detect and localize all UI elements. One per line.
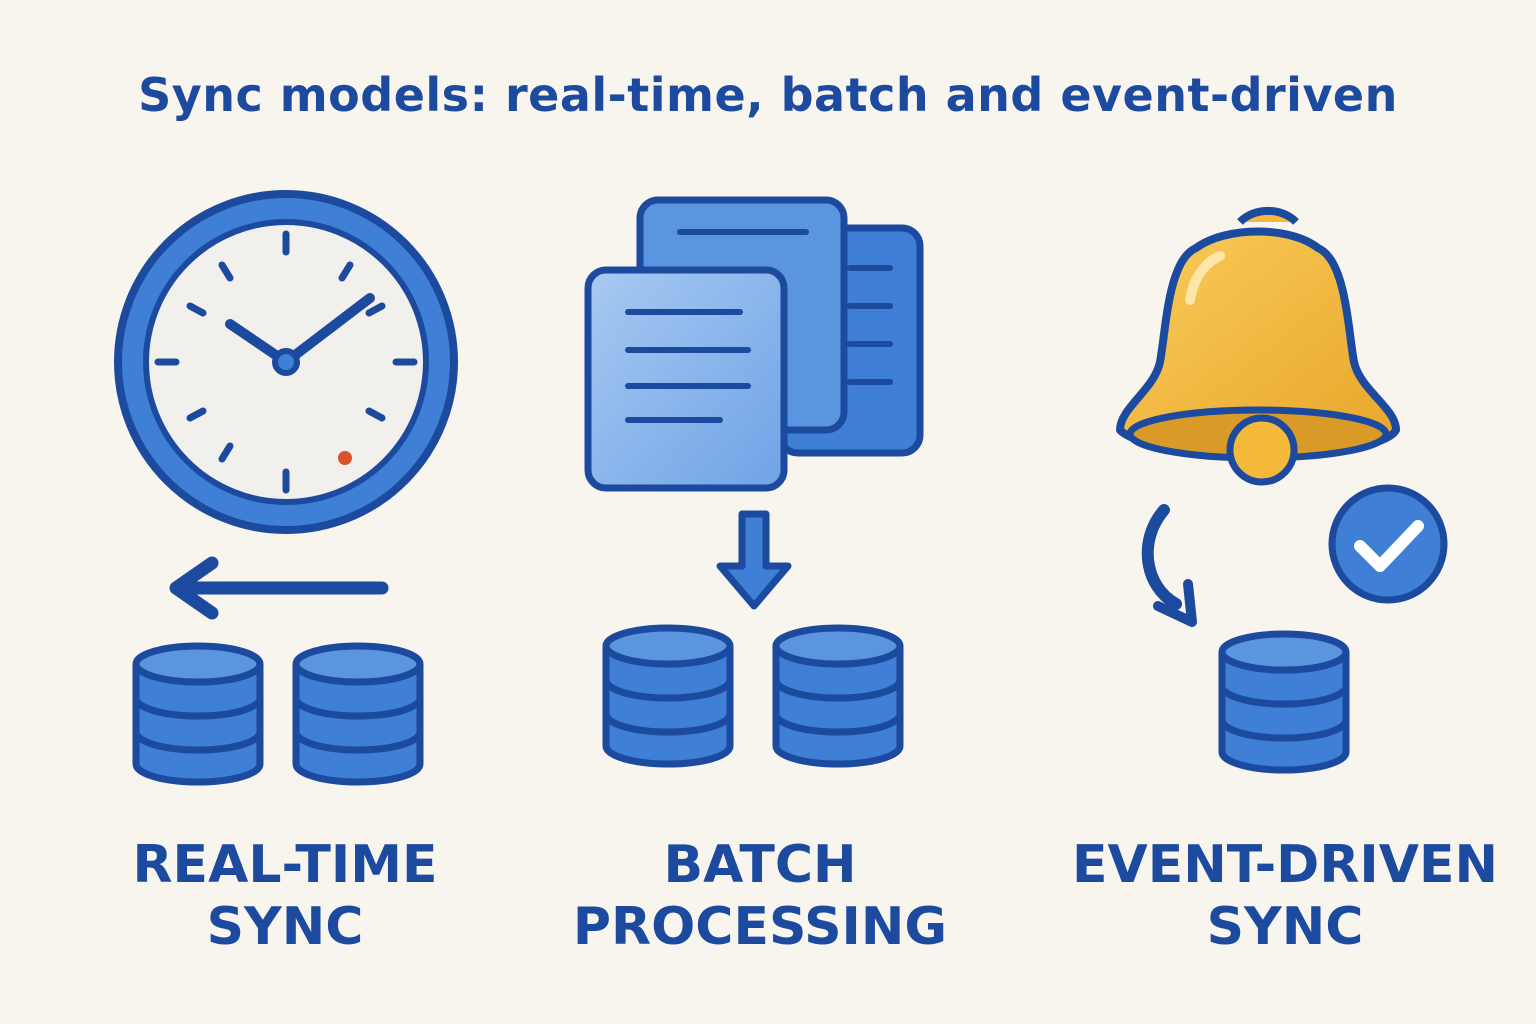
label-event-driven-sync: EVENT-DRIVEN SYNC bbox=[1060, 834, 1510, 958]
bell-icon bbox=[1116, 206, 1400, 486]
clock-icon bbox=[114, 190, 458, 534]
database-icon-batch-2 bbox=[776, 628, 900, 764]
label-line-2: SYNC bbox=[1206, 897, 1364, 957]
label-batch-processing: BATCH PROCESSING bbox=[560, 834, 960, 958]
documents-icon bbox=[584, 196, 924, 492]
label-line-1: EVENT-DRIVEN bbox=[1071, 835, 1499, 895]
curved-arrow-icon bbox=[1141, 504, 1197, 627]
database-icon-realtime-2 bbox=[296, 646, 420, 782]
arrow-down-icon bbox=[716, 510, 792, 610]
checkmark-badge-icon bbox=[1328, 484, 1448, 604]
label-line-2: SYNC bbox=[206, 897, 364, 957]
label-line-1: BATCH bbox=[663, 835, 857, 895]
database-icon-realtime-1 bbox=[136, 646, 260, 782]
label-line-2: PROCESSING bbox=[572, 897, 948, 957]
database-icon-batch-1 bbox=[606, 628, 730, 764]
label-line-1: REAL-TIME bbox=[132, 835, 438, 895]
label-real-time-sync: REAL-TIME SYNC bbox=[90, 834, 480, 958]
diagram-title: Sync models: real-time, batch and event-… bbox=[138, 68, 1398, 122]
database-icon-event bbox=[1222, 634, 1346, 770]
arrow-left-icon bbox=[169, 556, 389, 620]
clock-marker-icon bbox=[338, 451, 352, 465]
